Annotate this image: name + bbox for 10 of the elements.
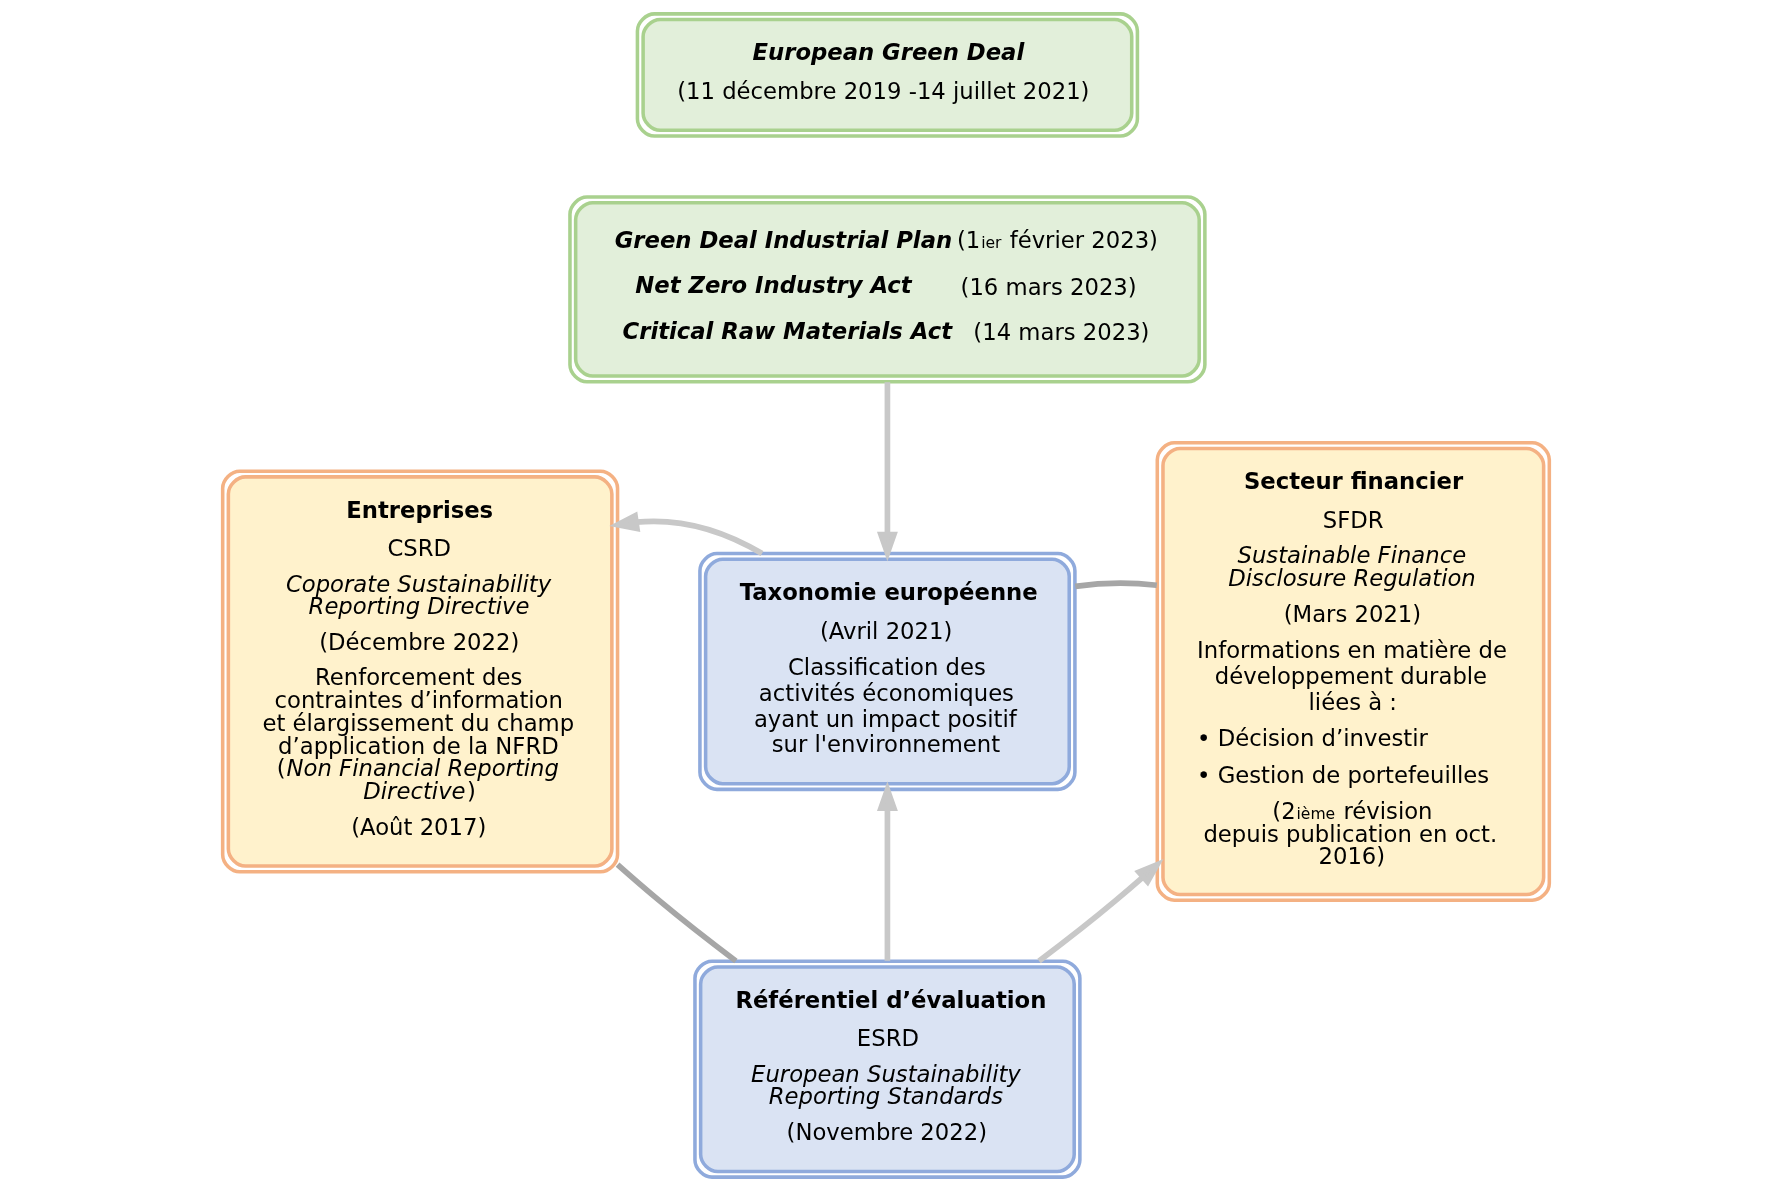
- arrow: [876, 781, 898, 961]
- node-box: European Green Deal (11 décembre 2019 -14 juillet 2021): [635, 12, 1139, 138]
- connector: [1074, 580, 1157, 590]
- arrow: [1036, 858, 1164, 964]
- arrow: [608, 511, 763, 556]
- node-box: Entreprises CSRD Coporate Sustainability Reporting Directive (Décembre 2022) Renforcement des contraintes d’information et élargissement du champ d’application de la NFRD (Non Financial Reporting Directive) (Août 2017): [220, 469, 619, 874]
- node-box: Taxonomie européenne (Avril 2021) Classification des activités économiques ayant un impact positif sur l'environnement: [697, 551, 1077, 792]
- connector: [615, 862, 738, 964]
- arrow: [876, 382, 898, 562]
- node-box: Référentiel d’évaluation ESRD European Sustainability Reporting Standards (Novembre 2022): [692, 959, 1082, 1179]
